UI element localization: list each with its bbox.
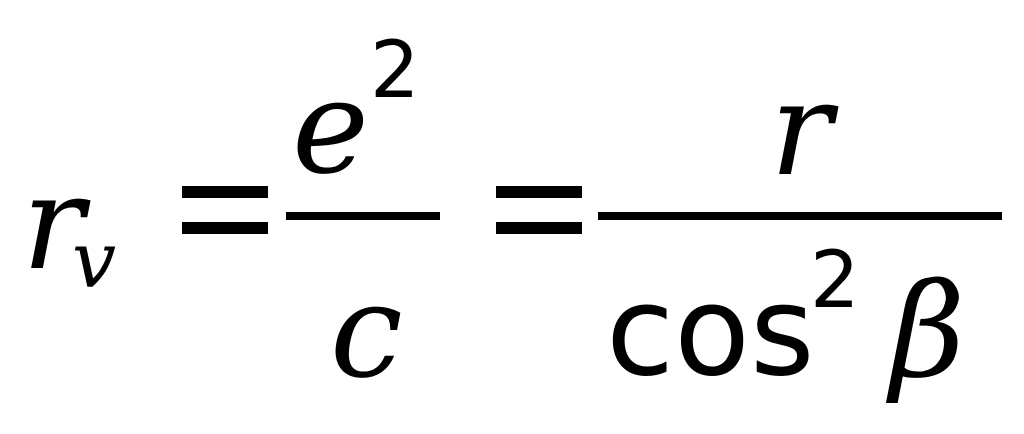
frac2-denominator-exponent: 2 <box>810 236 860 326</box>
lhs-symbol: r <box>22 147 85 299</box>
frac2-denominator-function: cos <box>606 260 815 404</box>
frac2-denominator-symbol: β <box>890 255 966 407</box>
frac1-fraction-bar <box>286 212 440 220</box>
frac2-numerator: r <box>770 53 833 205</box>
frac1-denominator: c <box>330 255 403 407</box>
lhs-subscript: v <box>72 216 117 306</box>
frac1-numerator-exponent: 2 <box>370 26 420 116</box>
frac2-fraction-bar <box>598 212 1002 220</box>
frac1-numerator-base: e <box>292 51 369 203</box>
